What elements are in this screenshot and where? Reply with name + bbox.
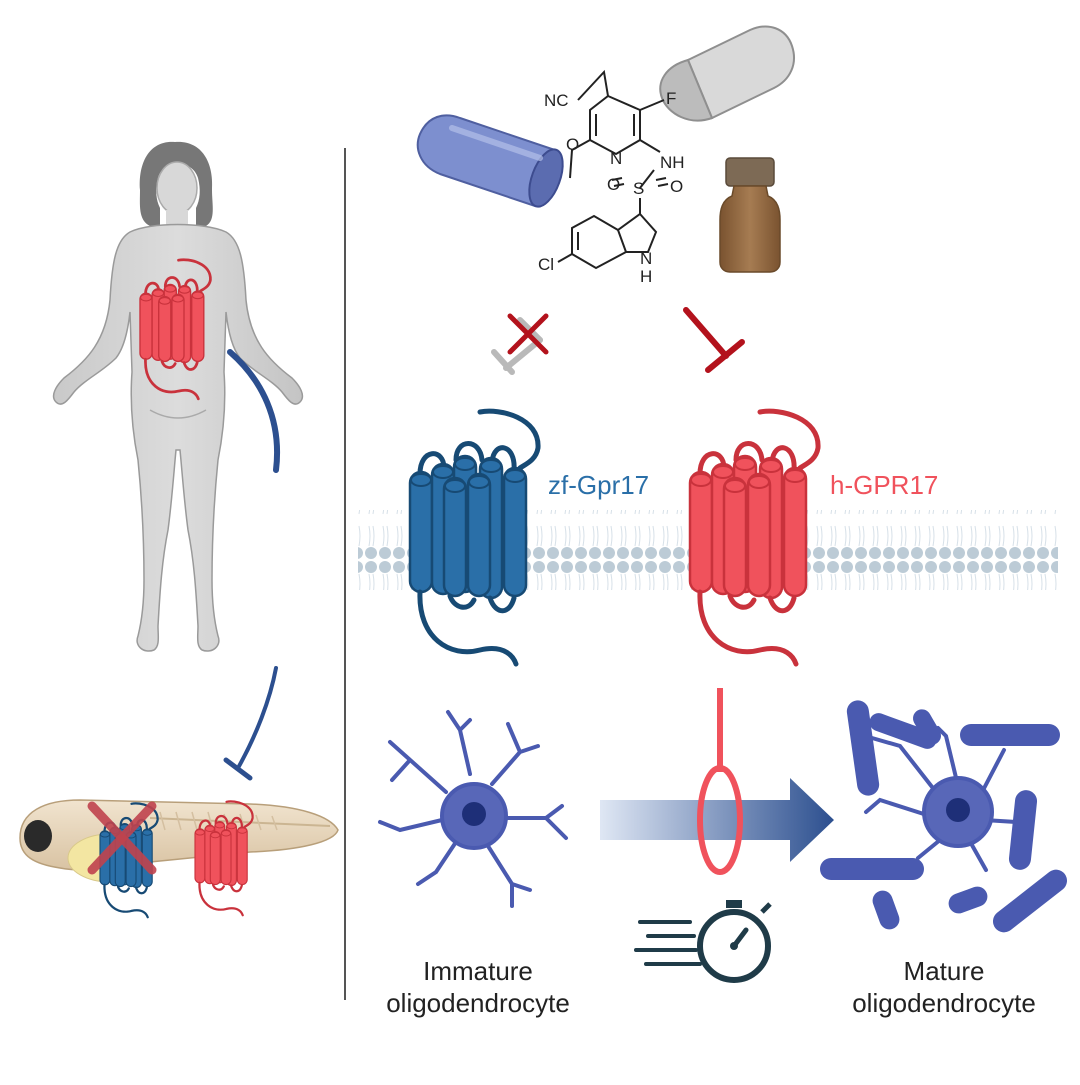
gpcr-receptor-icon [408,408,541,667]
receptor-helix-top [221,830,232,837]
receptor-helix-top [748,475,770,489]
receptor-helix-top [444,479,466,493]
receptor-helix-top [158,297,171,305]
compound-structure [557,69,669,270]
receptor-helix-top [712,465,734,479]
zebrafish-larva-icon [19,799,339,883]
atom-oxygen: O [566,135,579,154]
receptor-helix [466,472,492,598]
receptor-helix [688,470,714,594]
receptor-helix-top [140,293,153,302]
receptor-helix-top [195,829,205,836]
immature-label-line1: Immature [423,956,533,986]
gpr17-ring-marker [697,688,743,875]
human-body-icon [52,141,304,652]
receptor-helix-top [480,459,502,473]
receptor-helix [746,472,772,598]
maturation-arrow [600,778,834,862]
compound-atoms: NC F N O NH S O O Cl N H [538,89,685,286]
atom-nitrile: NC [544,91,569,110]
body-to-fish-arrow-tail [236,666,278,770]
stopwatch-icon [634,900,772,983]
atom-sulfur: S [633,179,644,198]
inhibition-icon [683,307,745,373]
receptor-helix-top [784,469,806,483]
receptor-helix-top [690,473,712,487]
receptor-helix-top [432,465,454,479]
mature-label-line1: Mature [904,956,985,986]
receptor-helix [158,295,172,363]
receptor-helix-top [237,827,248,834]
atom-sulfonyl-oxygen-right: O [670,177,683,196]
atom-chlorine: Cl [538,255,554,274]
receptor-helix-top [164,284,177,293]
capsule-icon [659,25,795,122]
h-gpr17-label: h-GPR17 [830,470,938,500]
receptor-helix [220,829,232,886]
receptor-helix [502,466,528,598]
receptor-helix [171,293,185,363]
zf-gpr17-label: zf-Gpr17 [548,470,649,500]
atom-amine: NH [660,153,685,172]
atom-fluorine: F [666,89,676,108]
receptor-helix-top [724,479,746,493]
receptor-helix-top [760,459,782,473]
receptor-helix-top [191,291,204,300]
receptor-helix [194,828,206,884]
receptor-helix [442,476,468,598]
receptor-helix-top [226,822,237,830]
receptor-helix-top [204,825,215,832]
receptor-helix-top [152,289,165,298]
mature-label-line2: oligodendrocyte [852,988,1036,1018]
receptor-helix [722,476,748,598]
gpcr-receptor-icon [194,800,254,917]
receptor-helix-top [454,457,476,471]
receptor-helix-top [504,469,526,483]
receptor-helix-top [100,831,110,838]
receptor-helix [408,470,434,594]
receptor-helix [191,290,205,363]
no-inhibition-icon [491,313,549,375]
mature-oligodendrocyte-icon [820,700,1068,933]
atom-nitrogen: N [610,149,622,168]
knockout-cross-icon [87,801,157,875]
pill-bottle-icon [719,157,781,273]
gpcr-receptor-icon [139,258,212,401]
receptor-helix-top [734,457,756,471]
receptor-helix [139,292,153,360]
gpcr-receptor-icon [688,408,821,667]
receptor-helix-top [142,829,153,836]
receptor-helix-top [171,294,185,303]
capsule-icon [416,114,564,208]
receptor-helix-top [214,822,225,829]
receptor-helix-top [410,473,432,487]
immature-oligodendrocyte-icon [378,710,568,908]
receptor-helix [782,466,808,598]
receptor-helix-top [178,286,191,294]
body-to-fish-arrow [227,349,280,473]
receptor-helix-top [210,831,221,839]
atom-indole-nitrogen: N [640,249,652,268]
receptor-helix [209,830,221,886]
atom-indole-hydrogen: H [640,267,652,286]
immature-label-line2: oligodendrocyte [386,988,570,1018]
receptor-helix-top [468,475,490,489]
atom-sulfonyl-oxygen-left: O [607,175,620,194]
fish-inhibit-bar [223,757,253,781]
receptor-helix [236,826,248,886]
